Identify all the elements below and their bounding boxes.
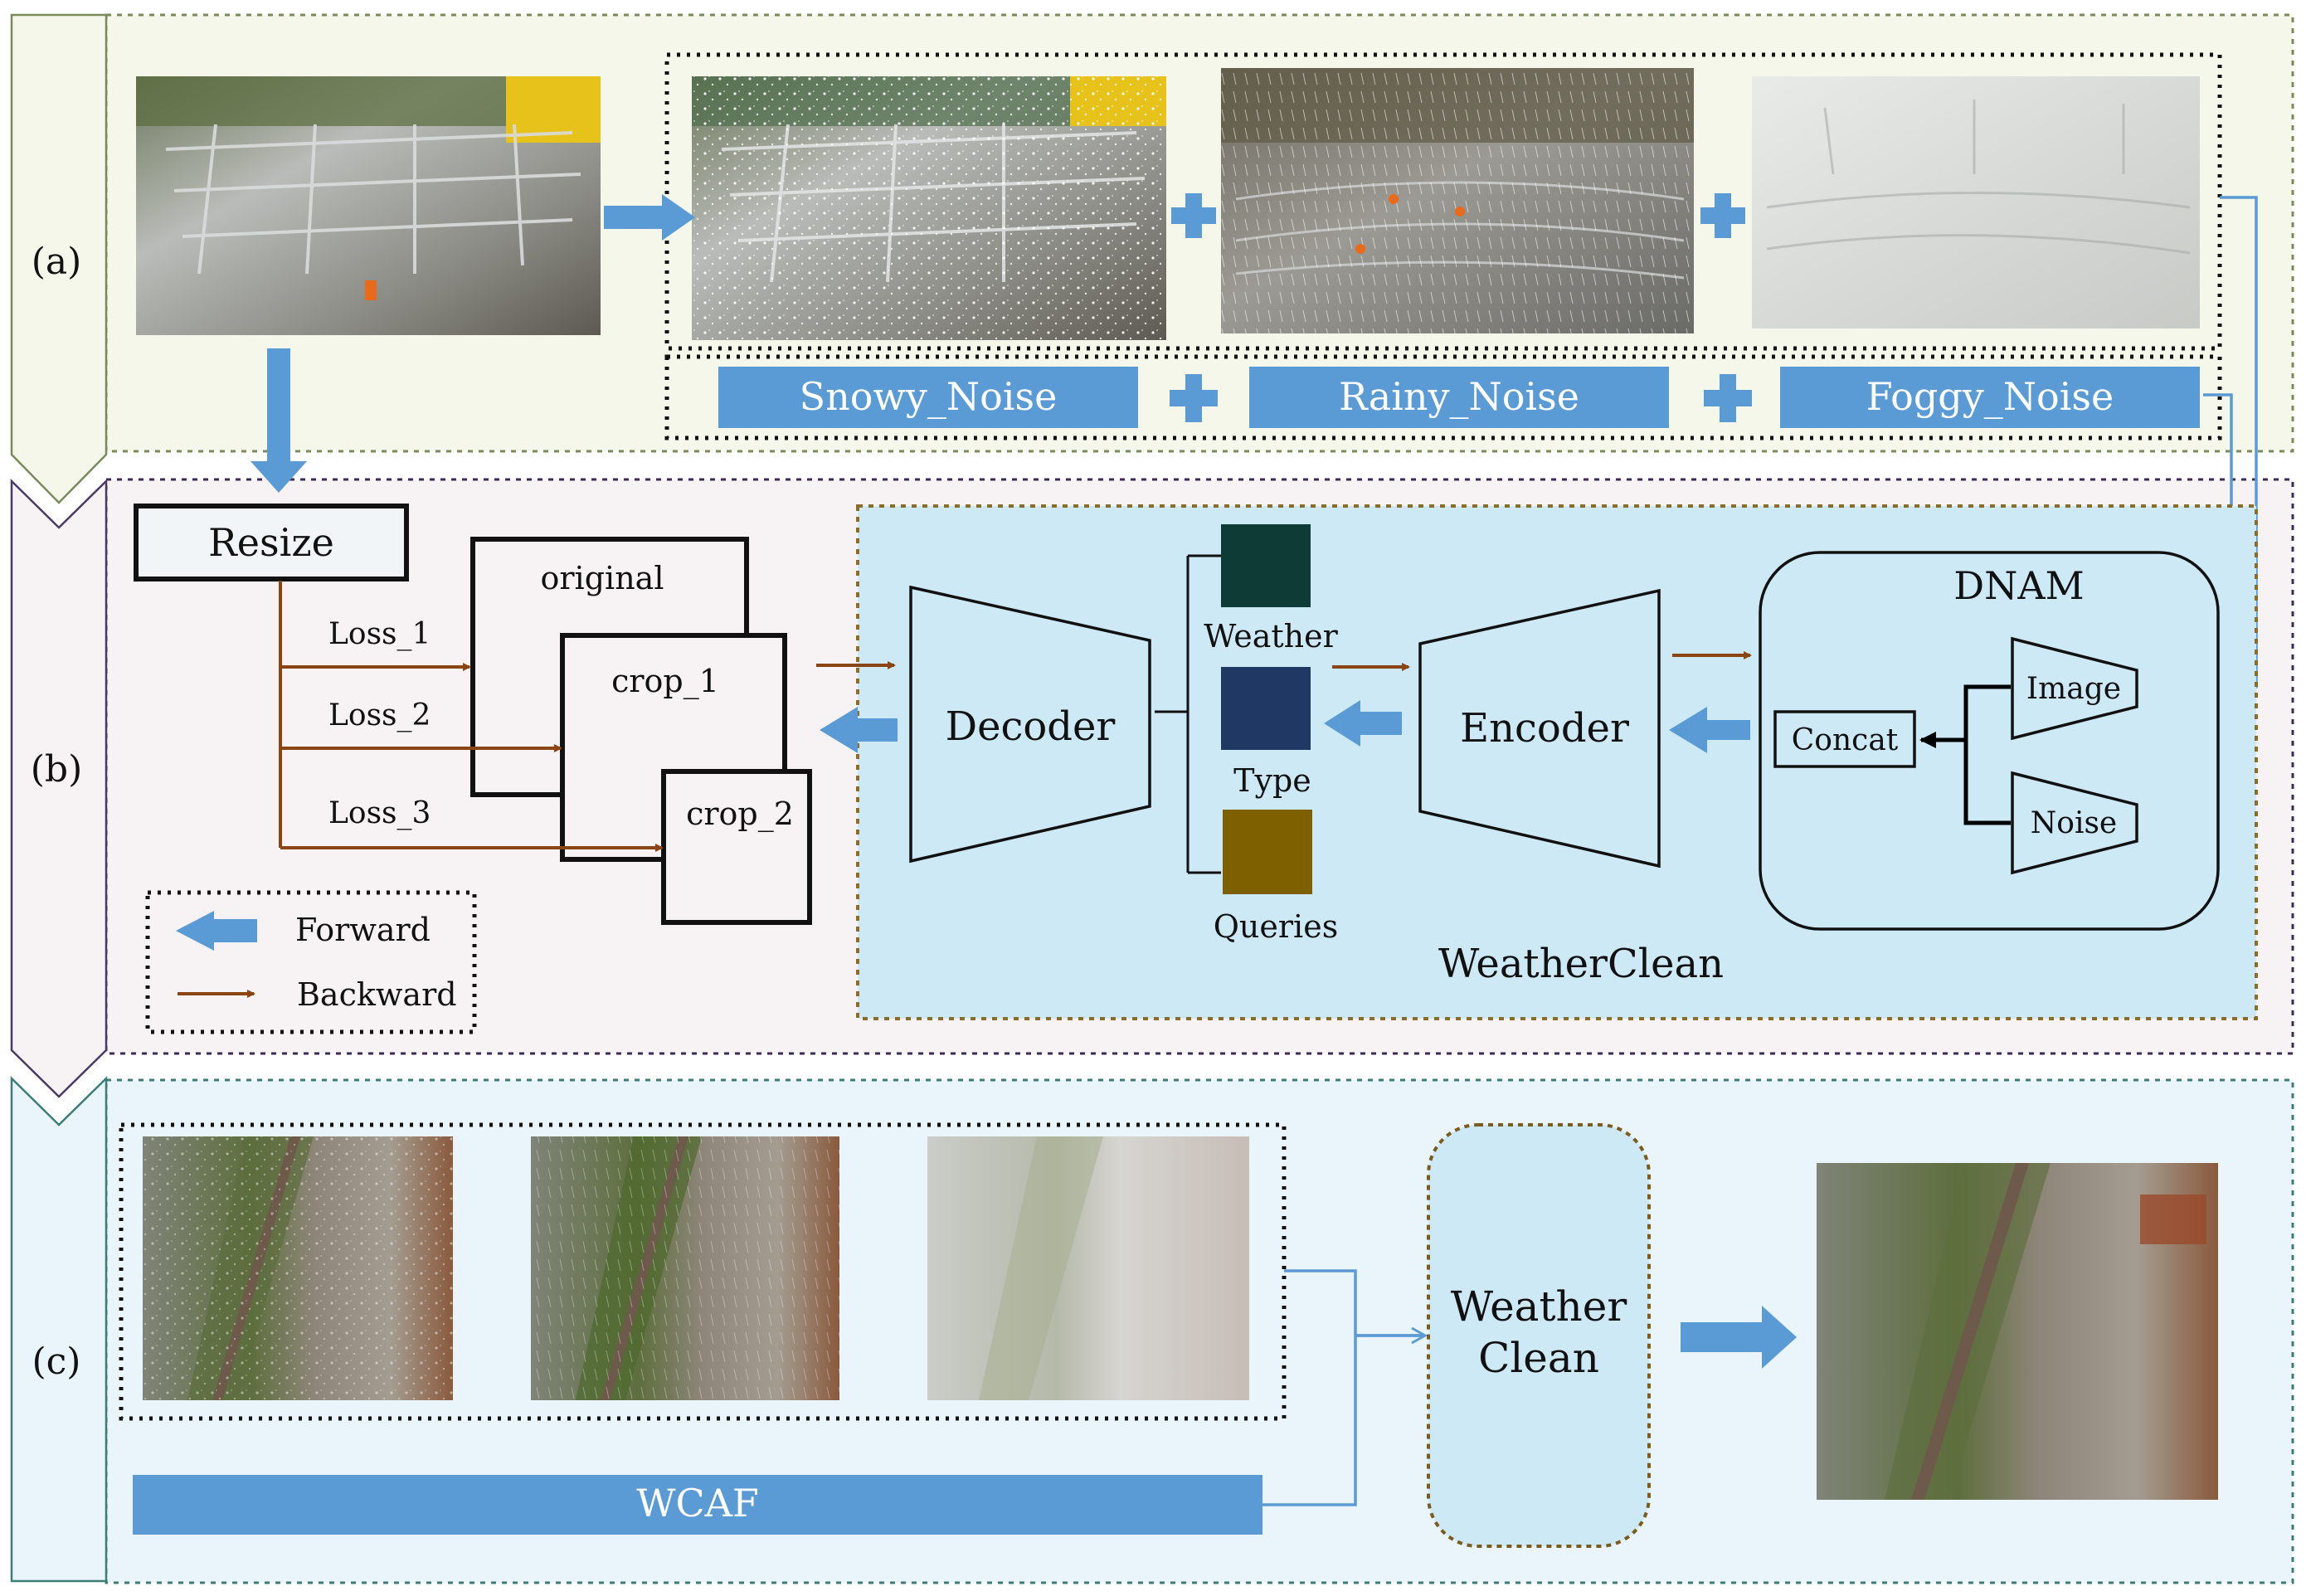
aerial-snowy-photo bbox=[143, 1136, 453, 1400]
noise-labels-box bbox=[664, 354, 2222, 440]
plus-icon bbox=[1170, 374, 1218, 422]
forward-arrow-from-encoder bbox=[1324, 700, 1402, 747]
section-label-b: (b) bbox=[31, 748, 83, 791]
forward-arrow-from-decoder bbox=[820, 707, 898, 753]
weatherclean-box-line2: Clean bbox=[1478, 1334, 1599, 1382]
queries-query-square bbox=[1223, 810, 1312, 894]
snowy-noise-label: Snowy_Noise bbox=[800, 374, 1058, 419]
legend-backward-label: Backward bbox=[297, 976, 457, 1013]
merge-connector bbox=[1963, 684, 2011, 825]
loss2-label: Loss_2 bbox=[328, 698, 431, 732]
arrow-to-resize bbox=[251, 348, 307, 493]
plus-icon bbox=[1704, 374, 1752, 422]
forward-arrow-to-encoder bbox=[1669, 707, 1750, 753]
aerial-rainy-photo bbox=[531, 1136, 839, 1400]
image-branch-label: Image bbox=[2026, 672, 2121, 706]
type-query-square bbox=[1221, 667, 1311, 750]
source-photo bbox=[136, 76, 601, 335]
section-label-a: (a) bbox=[32, 241, 82, 283]
weather-query-label: Weather bbox=[1204, 618, 1338, 654]
wcaf-label: WCAF bbox=[636, 1481, 759, 1525]
type-query-label: Type bbox=[1233, 762, 1311, 799]
image-branch-shape bbox=[2011, 636, 2138, 741]
dnam-label: DNAM bbox=[1953, 563, 2084, 608]
plus-icon bbox=[1700, 193, 1745, 238]
chevron-b bbox=[10, 479, 108, 1098]
forward-legend-arrow bbox=[176, 911, 257, 951]
aerial-foggy-photo bbox=[927, 1136, 1249, 1400]
decoder-shape bbox=[909, 585, 1151, 864]
foggy-noise-label: Foggy_Noise bbox=[1866, 374, 2114, 419]
noise-branch-label: Noise bbox=[2031, 806, 2117, 840]
encoder-label: Encoder bbox=[1460, 705, 1629, 752]
concat-label: Concat bbox=[1792, 723, 1899, 757]
crop2-label: crop_2 bbox=[686, 796, 794, 833]
arrow-to-output bbox=[1681, 1306, 1797, 1369]
output-clean-photo bbox=[1817, 1163, 2218, 1500]
plus-icon bbox=[1171, 193, 1216, 238]
foggy-photo bbox=[1752, 76, 2200, 328]
snowy-noise-bar bbox=[718, 367, 1138, 428]
rainy-noise-label: Rainy_Noise bbox=[1339, 374, 1579, 419]
decoder-label: Decoder bbox=[946, 703, 1116, 750]
chevron-c bbox=[10, 1076, 108, 1583]
legend-forward-label: Forward bbox=[295, 912, 431, 948]
section-label-c: (c) bbox=[32, 1341, 81, 1383]
resize-label: Resize bbox=[208, 520, 334, 565]
noise-branch-shape bbox=[2011, 771, 2138, 875]
queries-brace bbox=[1155, 554, 1221, 874]
arrow-source-to-noisy bbox=[604, 194, 695, 241]
snowy-photo bbox=[692, 76, 1166, 340]
weather-query-square bbox=[1221, 524, 1311, 607]
weatherclean-box-line1: Weather bbox=[1451, 1282, 1627, 1331]
legend-box bbox=[145, 890, 477, 1034]
encoder-shape bbox=[1418, 588, 1661, 869]
weatherclean-box bbox=[1427, 1123, 1651, 1548]
loss1-label: Loss_1 bbox=[328, 617, 431, 651]
original-label: original bbox=[541, 560, 664, 596]
resize-box bbox=[134, 504, 409, 581]
foggy-noise-bar bbox=[1780, 367, 2200, 428]
wcaf-bar bbox=[133, 1475, 1262, 1535]
weatherclean-label: WeatherClean bbox=[1438, 941, 1724, 987]
concat-box bbox=[1773, 710, 1916, 768]
chevron-a bbox=[10, 13, 108, 504]
loss3-label: Loss_3 bbox=[328, 796, 431, 830]
crop2-box bbox=[661, 769, 812, 925]
rainy-noise-bar bbox=[1249, 367, 1669, 428]
rainy-photo bbox=[1221, 68, 1694, 333]
queries-query-label: Queries bbox=[1214, 908, 1338, 945]
crop1-label: crop_1 bbox=[611, 663, 719, 700]
